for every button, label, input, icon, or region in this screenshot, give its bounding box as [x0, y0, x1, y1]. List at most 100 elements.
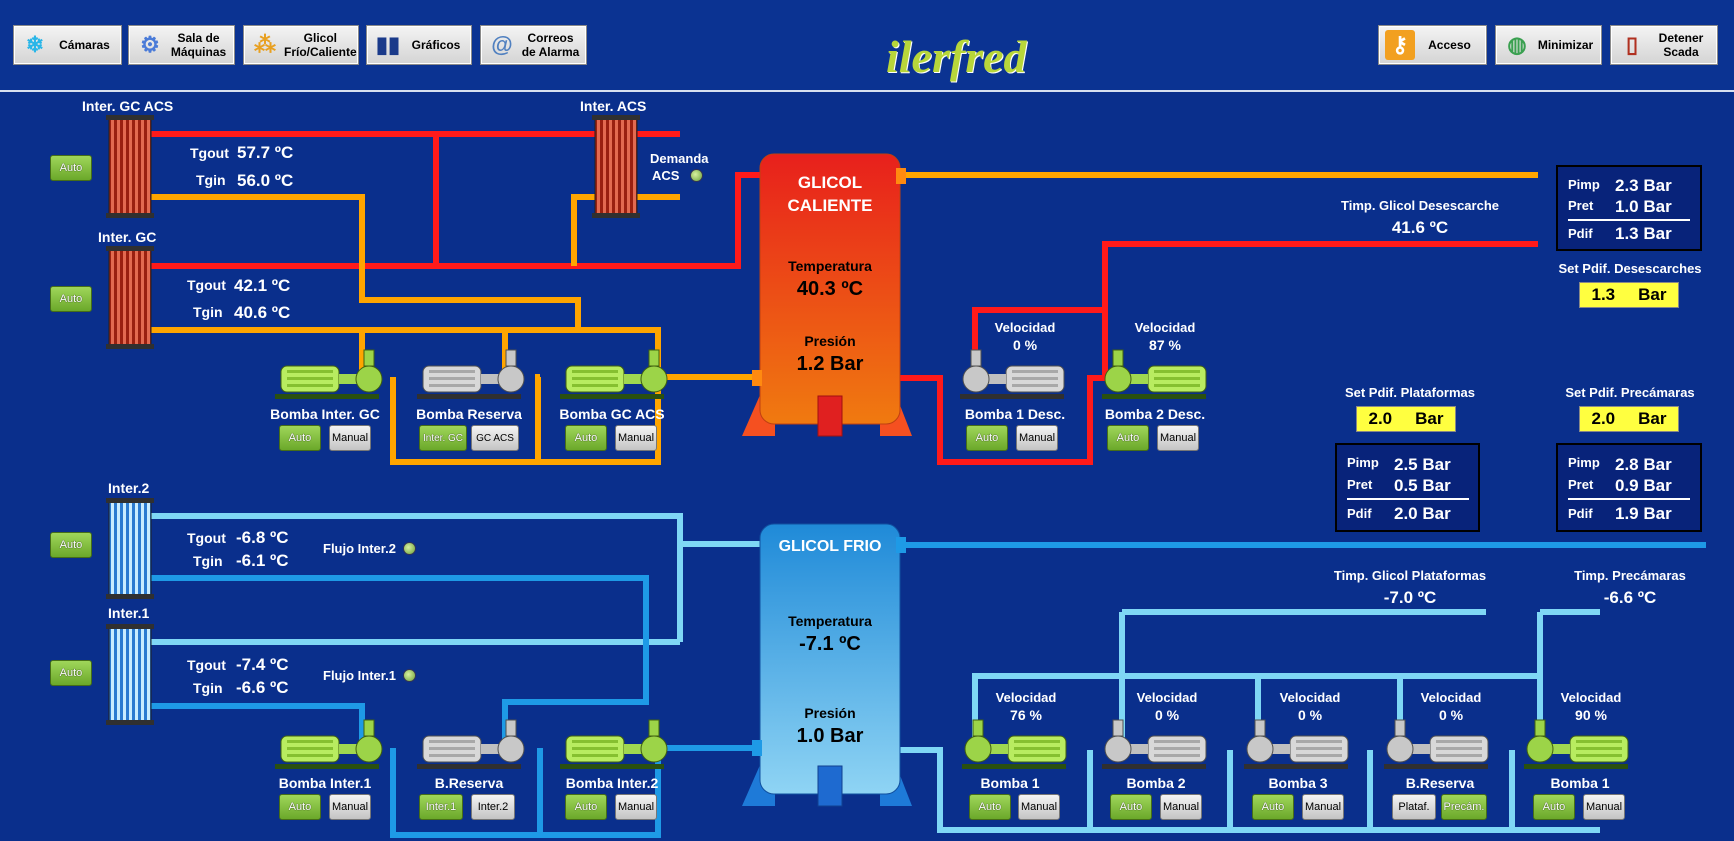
unit-label: Bar [1638, 285, 1667, 304]
inter-2-label: Inter.2 [108, 480, 150, 496]
vel-label: Velocidad [1420, 690, 1482, 705]
timp-plataformas-label: Timp. Glicol Plataformas [1333, 568, 1487, 583]
flujo-inter-2-led [403, 542, 416, 555]
cold-tank-title: GLICOL FRIO [778, 538, 882, 555]
vel-label-desc1: Velocidad [994, 320, 1056, 335]
sala-maquinas-button[interactable]: ⚙Sala de Máquinas [128, 25, 235, 65]
manual-button-pump-2-desc[interactable]: Manual [1157, 425, 1199, 451]
molecule-icon: ⁂ [254, 32, 276, 57]
auto-button-pump-2-desc[interactable]: Auto [1107, 425, 1149, 451]
manual-button-pump-inter-1[interactable]: Manual [329, 794, 371, 820]
vel-label: Velocidad [1136, 690, 1198, 705]
plat-pimp-value: 2.5 Bar [1394, 455, 1451, 474]
cold-pipes-light [150, 513, 1600, 833]
manual-button-bomba-1-prec[interactable]: Manual [1583, 794, 1625, 820]
auto-button-pump-inter-2[interactable]: Auto [565, 794, 607, 820]
manual-button-pump-inter-2[interactable]: Manual [615, 794, 657, 820]
setpoint-value: 1.3 [1591, 285, 1616, 304]
pimp-label: Pimp [1568, 455, 1600, 470]
correos-button[interactable]: @Correos de Alarma [480, 25, 587, 65]
pump-bomba-1-label: Bomba 1 [980, 775, 1040, 791]
auto-button-inter-gc-acs[interactable]: Auto [50, 155, 92, 181]
hot-pres-label: Presión [804, 333, 856, 349]
ex2-tgout-value: -6.8 ºC [236, 528, 289, 547]
detener-scada-button[interactable]: ▯Detener Scada [1610, 25, 1718, 65]
manual-button-bomba-1[interactable]: Manual [1018, 794, 1060, 820]
unit-label: Bar [1638, 409, 1667, 428]
camaras-button[interactable]: ❄Cámaras [13, 25, 122, 65]
auto-button-inter-1[interactable]: Auto [50, 660, 92, 686]
pump-b-reserva-2-label: B.Reserva [1405, 775, 1475, 791]
timp-plataformas-value: -7.0 ºC [1383, 588, 1437, 607]
inter-1-select-button[interactable]: Inter.1 [419, 794, 463, 820]
cold-temp-value: -7.1 ºC [799, 633, 861, 655]
minimizar-button[interactable]: ◍Minimizar [1495, 25, 1602, 65]
setpoint-value: 2.0 [1368, 409, 1393, 428]
glicol-button[interactable]: ⁂Glicol Frío/Caliente [243, 25, 359, 65]
auto-button-pump-inter-1[interactable]: Auto [279, 794, 321, 820]
auto-button-pump-inter-gc[interactable]: Auto [279, 425, 321, 451]
set-pdif-desescarches-input[interactable]: 1.3 Bar [1579, 282, 1679, 308]
divider [1347, 498, 1469, 500]
glicol-caliente-tank [742, 153, 912, 437]
vel-label: Velocidad [1279, 690, 1341, 705]
prec-pimp-value: 2.8 Bar [1615, 455, 1672, 474]
auto-button-pump-1-desc[interactable]: Auto [966, 425, 1008, 451]
divider [1568, 498, 1690, 500]
auto-button-bomba-3[interactable]: Auto [1252, 794, 1294, 820]
timp-precamaras-value: -6.6 ºC [1603, 588, 1657, 607]
timp-desescarche-label: Timp. Glicol Desescarche [1341, 198, 1499, 213]
key-icon: ⚷ [1385, 30, 1415, 60]
manual-button-bomba-2[interactable]: Manual [1160, 794, 1202, 820]
manual-button-pump-gc-acs[interactable]: Manual [615, 425, 657, 451]
inter-gc-label: Inter. GC [98, 229, 157, 245]
hot-temp-value: 40.3 ºC [796, 278, 864, 300]
manual-button-pump-inter-gc[interactable]: Manual [329, 425, 371, 451]
auto-button-inter-2[interactable]: Auto [50, 532, 92, 558]
auto-button-bomba-1[interactable]: Auto [969, 794, 1011, 820]
plataf-select-button[interactable]: Plataf. [1392, 794, 1436, 820]
vel-value-bomba-1-prec: 90 % [1575, 707, 1607, 723]
manual-button-bomba-3[interactable]: Manual [1302, 794, 1344, 820]
gcacs-tgout-value: 57.7 ºC [237, 143, 294, 162]
auto-button-inter-gc[interactable]: Auto [50, 286, 92, 312]
graficos-button[interactable]: ▮▮Gráficos [366, 25, 472, 65]
ex1-tgin-value: -6.6 ºC [236, 678, 289, 697]
gear-icon: ⚙ [140, 32, 160, 57]
cold-temp-label: Temperatura [788, 613, 872, 629]
pret-label: Pret [1568, 477, 1594, 492]
pump-reserva-label: Bomba Reserva [416, 406, 522, 422]
divider [1568, 219, 1690, 221]
plat-pret-value: 0.5 Bar [1394, 476, 1451, 495]
tgin-label: Tgin [193, 553, 223, 569]
auto-button-pump-gc-acs[interactable]: Auto [565, 425, 607, 451]
auto-button-bomba-2[interactable]: Auto [1110, 794, 1152, 820]
manual-button-pump-1-desc[interactable]: Manual [1016, 425, 1058, 451]
inter-gc-acs-label: Inter. GC ACS [82, 98, 174, 114]
gcacs-tgin-value: 56.0 ºC [237, 171, 294, 190]
top-toolbar: ❄Cámaras ⚙Sala de Máquinas ⁂Glicol Frío/… [0, 0, 1734, 92]
pdif-label: Pdif [1568, 226, 1593, 241]
pump-inter-2-label: Bomba Inter.2 [565, 775, 659, 791]
snowflake-icon: ❄ [25, 32, 45, 57]
pret-label: Pret [1347, 477, 1373, 492]
inter-2-select-button[interactable]: Inter.2 [471, 794, 515, 820]
hot-temp-label: Temperatura [788, 258, 872, 274]
pump-bomba-3-label: Bomba 3 [1268, 775, 1328, 791]
pump-bomba-1-prec-label: Bomba 1 [1550, 775, 1610, 791]
set-pdif-desescarches-label: Set Pdif. Desescarches [1558, 261, 1702, 276]
tgin-label: Tgin [193, 304, 223, 320]
cold-pres-value: 1.0 Bar [796, 725, 864, 747]
gc-acs-select-button[interactable]: GC ACS [471, 425, 519, 451]
auto-button-bomba-1-prec[interactable]: Auto [1533, 794, 1575, 820]
flujo-inter-2-label: Flujo Inter.2 [323, 541, 396, 556]
pump-2-desc-label: Bomba 2 Desc. [1104, 406, 1206, 422]
tgout-label: Tgout [187, 657, 226, 673]
vel-value-desc2: 87 % [1149, 337, 1181, 353]
inter-gc-select-button[interactable]: Inter. GC [419, 425, 467, 451]
precam-select-button[interactable]: Precám. [1441, 794, 1487, 820]
pimp-label: Pimp [1347, 455, 1379, 470]
acceso-button[interactable]: ⚷Acceso [1378, 25, 1487, 65]
